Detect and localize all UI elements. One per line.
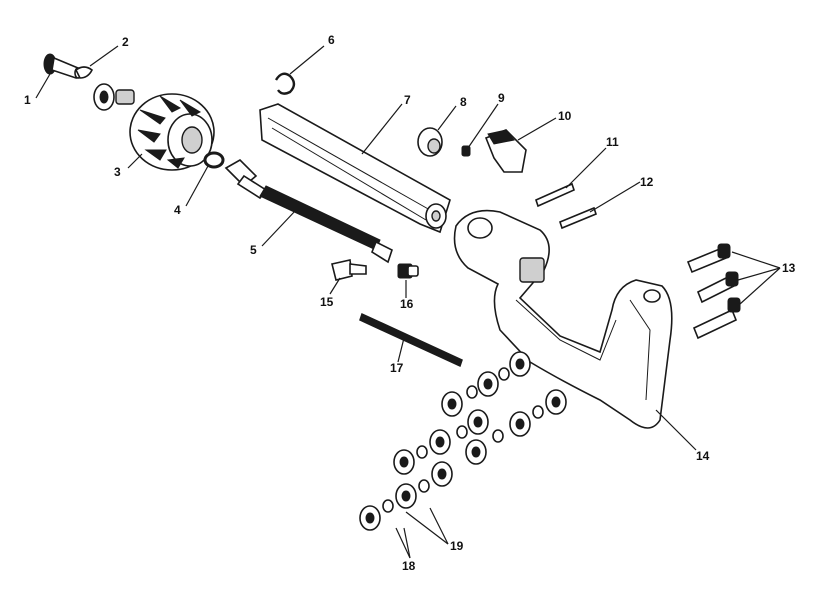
part-17-spring <box>359 312 463 368</box>
leader-lines <box>35 45 781 559</box>
callout-12: 12 <box>640 175 654 189</box>
part-13-bolts <box>686 243 741 340</box>
part-15-tbolt <box>331 259 367 281</box>
part-5-screw <box>224 159 393 264</box>
callout-17: 17 <box>390 361 404 375</box>
callout-8: 8 <box>460 95 467 109</box>
part-4-ring <box>203 151 225 169</box>
callout-10: 10 <box>558 109 572 123</box>
part-18-19-rollers <box>359 351 567 531</box>
part-9-setscrew <box>461 145 471 157</box>
callout-3: 3 <box>114 165 121 179</box>
part-7-frame <box>259 103 451 234</box>
part-11-pin <box>535 182 575 208</box>
callout-11: 11 <box>606 135 619 149</box>
part-12-pin <box>559 206 597 230</box>
part-2-washer <box>74 66 94 79</box>
callout-16: 16 <box>400 297 414 311</box>
callout-4: 4 <box>174 203 181 217</box>
callout-5: 5 <box>250 243 257 257</box>
part-16-nut <box>397 263 419 279</box>
callout-13: 13 <box>782 261 796 275</box>
callout-18: 18 <box>402 559 416 573</box>
callout-1: 1 <box>24 93 31 107</box>
callout-19: 19 <box>450 539 464 553</box>
part-10-latch <box>484 129 527 173</box>
part-3-wheel <box>93 83 215 171</box>
part-6-clip <box>274 72 296 95</box>
callout-2: 2 <box>122 35 129 49</box>
callout-15: 15 <box>320 295 334 309</box>
callout-7: 7 <box>404 93 411 107</box>
part-8-bushing <box>417 127 443 157</box>
part-14-body <box>453 209 673 429</box>
callout-9: 9 <box>498 91 505 105</box>
callout-6: 6 <box>328 33 335 47</box>
callout-14: 14 <box>696 449 710 463</box>
